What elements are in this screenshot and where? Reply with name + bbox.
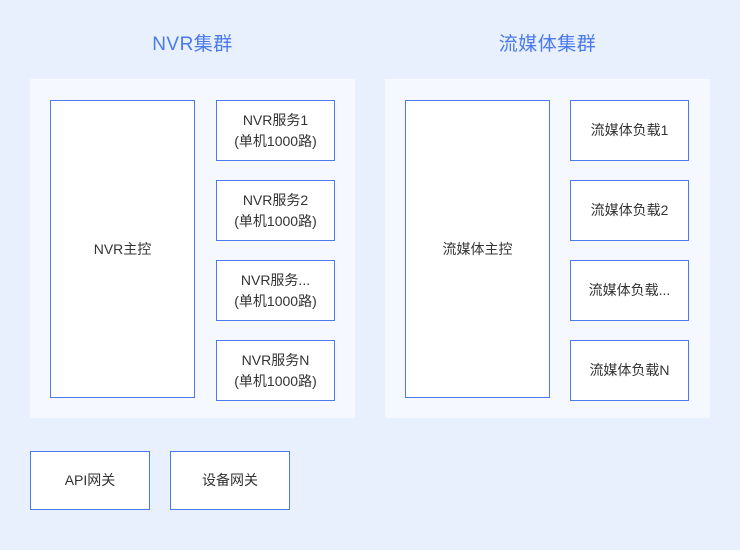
nvr-service-capacity: (单机1000路) (234, 212, 317, 229)
media-load-name: 流媒体负载N (589, 362, 670, 379)
nvr-service-box[interactable]: NVR服务... (单机1000路) (216, 260, 335, 321)
media-load-box[interactable]: 流媒体负载N (570, 340, 689, 401)
nvr-master-box[interactable]: NVR主控 (50, 100, 195, 398)
nvr-service-name: NVR服务... (240, 272, 311, 289)
media-load-name: 流媒体负载... (588, 282, 671, 299)
media-load-name: 流媒体负载2 (590, 202, 669, 219)
media-load-box[interactable]: 流媒体负载1 (570, 100, 689, 161)
api-gateway-label: API网关 (64, 472, 116, 489)
cluster-title-media: 流媒体集群 (498, 34, 597, 55)
device-gateway-label: 设备网关 (202, 472, 258, 489)
nvr-service-name: NVR服务1 (242, 112, 309, 129)
api-gateway-box[interactable]: API网关 (30, 451, 150, 510)
media-load-name: 流媒体负载1 (590, 122, 669, 139)
nvr-service-box[interactable]: NVR服务2 (单机1000路) (216, 180, 335, 241)
nvr-service-capacity: (单机1000路) (234, 372, 317, 389)
nvr-service-capacity: (单机1000路) (234, 292, 317, 309)
device-gateway-box[interactable]: 设备网关 (170, 451, 290, 510)
nvr-service-box[interactable]: NVR服务N (单机1000路) (216, 340, 335, 401)
media-load-box[interactable]: 流媒体负载... (570, 260, 689, 321)
nvr-service-capacity: (单机1000路) (234, 132, 317, 149)
nvr-service-name: NVR服务N (241, 352, 310, 369)
cluster-title-nvr: NVR集群 (152, 34, 233, 55)
media-master-label: 流媒体主控 (442, 240, 513, 257)
nvr-service-name: NVR服务2 (242, 192, 309, 209)
nvr-master-label: NVR主控 (93, 240, 152, 257)
media-master-box[interactable]: 流媒体主控 (405, 100, 550, 398)
media-load-box[interactable]: 流媒体负载2 (570, 180, 689, 241)
nvr-service-box[interactable]: NVR服务1 (单机1000路) (216, 100, 335, 161)
